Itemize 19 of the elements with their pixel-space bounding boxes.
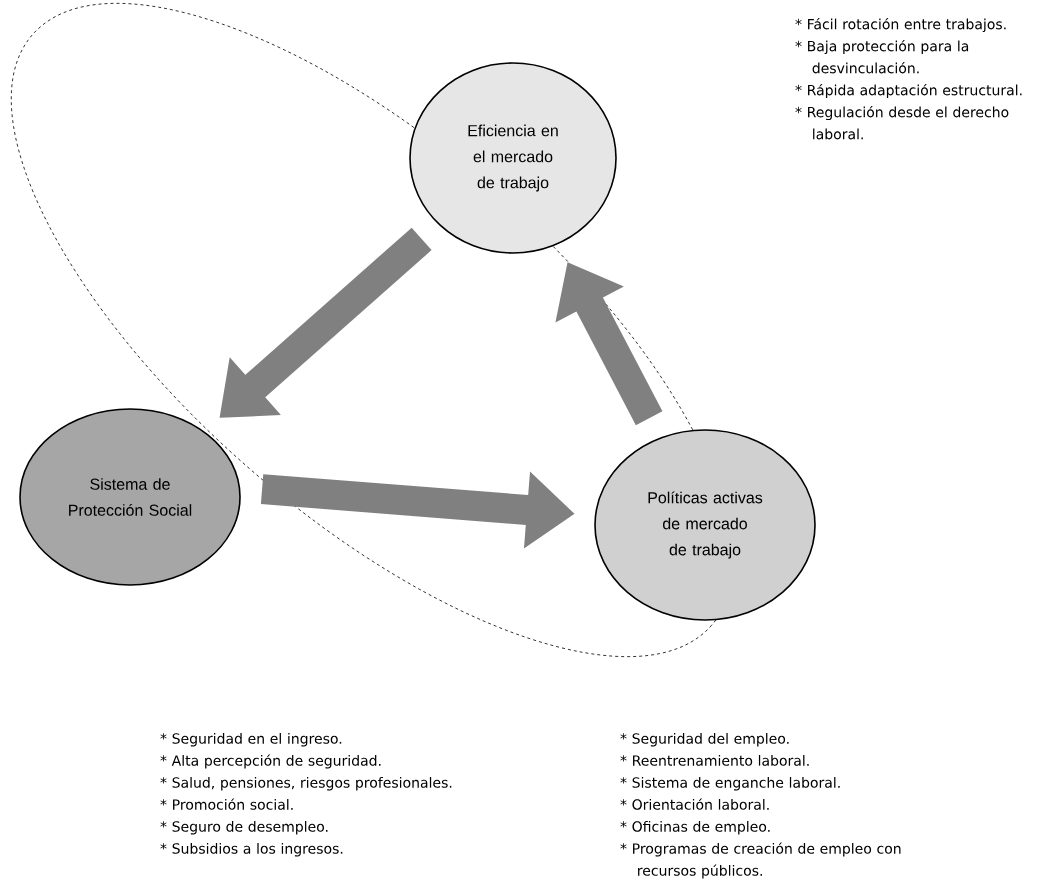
bullet-item: * Seguridad del empleo. xyxy=(620,733,789,747)
bullet-item: * Fácil rotación entre trabajos. xyxy=(795,18,1006,33)
bullet-item: * Reentrenamiento laboral. xyxy=(620,755,809,766)
bullet-item: * Subsidios a los ingresos. xyxy=(160,843,343,857)
bullet-item: * Rápida adaptación estructural. xyxy=(795,84,1022,99)
bullet-item: * Oficinas de empleo. xyxy=(620,821,770,835)
bullet-item: * Alta percepción de seguridad. xyxy=(160,754,381,769)
ellipse-node: Políticas activas de mercado de trabajo xyxy=(594,429,816,621)
bullet-item: * Orientación laboral. xyxy=(620,798,769,810)
ellipse-node: Eficiencia en el mercado de trabajo xyxy=(409,62,617,254)
bullet-item: * Seguridad en el ingreso. xyxy=(160,733,342,747)
ellipse-node: Sistema de Protección Social xyxy=(19,408,241,586)
bullet-item: * Salud, pensiones, riesgos profesionales. xyxy=(160,777,452,791)
bullet-item: * Sistema de enganche laboral. xyxy=(620,777,840,791)
bullet-item: * Seguro de desempleo. xyxy=(160,821,328,835)
bullet-item: * Regulación desde el derecho laboral. xyxy=(795,106,1009,140)
bullet-item: * Programas de creación de empleo con recursos públicos. xyxy=(620,842,901,879)
bullet-item: * Baja protección para la desvinculación. xyxy=(795,40,969,74)
bullet-item: * Promoción social. xyxy=(160,798,293,810)
